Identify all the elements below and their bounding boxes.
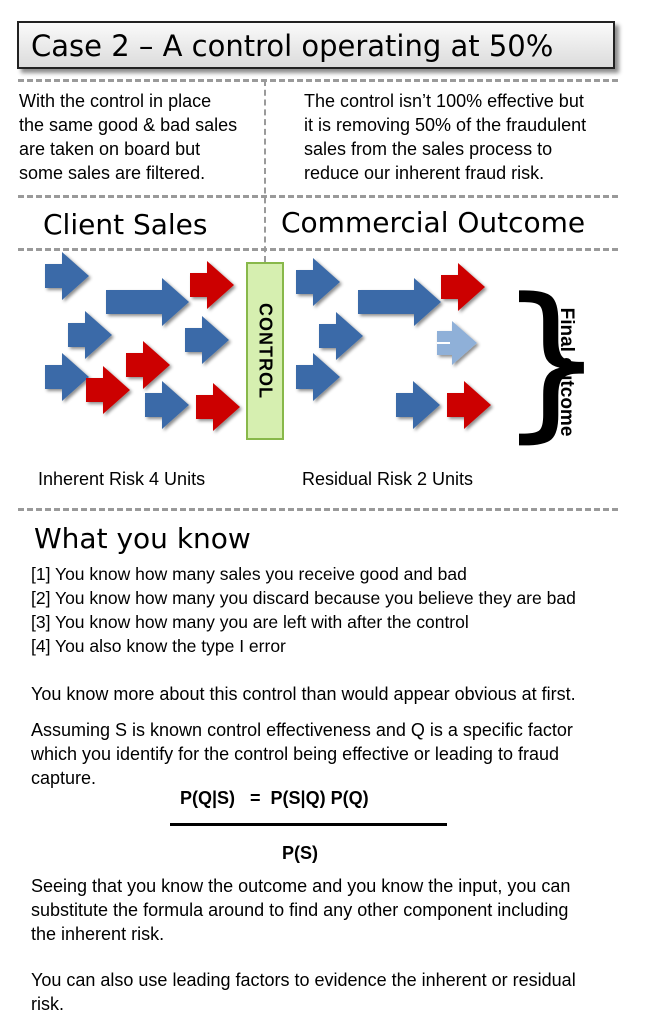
- sales-flow-diagram: [45, 252, 491, 431]
- paragraph-line: substitute the formula around to find an…: [31, 900, 569, 920]
- divider: [18, 195, 618, 198]
- bad-sale-arrow: [196, 383, 240, 431]
- good-sale-arrow: [396, 381, 440, 429]
- vertical-divider: [264, 80, 266, 262]
- list-item: [3] You know how many you are left with …: [31, 612, 469, 632]
- filtered-sale-arrow: [437, 321, 477, 365]
- paragraph-line: the inherent risk.: [31, 924, 165, 944]
- paragraph: You know more about this control than wo…: [31, 684, 576, 704]
- paragraph: Seeing that you know the outcome and you…: [31, 874, 641, 946]
- left-note-line: the same good & bad sales: [19, 115, 238, 135]
- left-note-line: are taken on board but: [19, 139, 201, 159]
- knowledge-list: [1] You know how many sales you receive …: [31, 562, 576, 658]
- formula-numerator: P(Q|S) = P(S|Q) P(Q): [180, 788, 369, 808]
- right-note: The control isn’t 100% effective but it …: [304, 89, 586, 185]
- bad-sale-arrow: [447, 381, 491, 429]
- formula-denominator: P(S): [282, 843, 318, 863]
- bad-sale-arrow: [441, 263, 485, 311]
- good-sale-arrow: [185, 316, 229, 364]
- title-box: Case 2 – A control operating at 50%: [17, 21, 615, 69]
- control-box: CONTROL: [246, 262, 284, 440]
- good-sale-arrow: [68, 311, 112, 359]
- left-note: With the control in place the same good …: [19, 89, 237, 185]
- good-sale-arrow: [145, 381, 189, 429]
- right-note-line: sales from the sales process to: [304, 139, 553, 159]
- divider: [18, 508, 618, 511]
- left-note-line: With the control in place: [19, 91, 212, 111]
- divider: [18, 79, 618, 82]
- commercial-outcome-heading: Commercial Outcome: [281, 206, 586, 239]
- paragraph: You can also use leading factors to evid…: [31, 968, 641, 1016]
- good-sale-arrow: [296, 258, 340, 306]
- page-title: Case 2 – A control operating at 50%: [31, 29, 554, 63]
- good-sale-arrow: [45, 353, 89, 401]
- good-sale-arrow: [319, 312, 363, 360]
- right-note-line: it is removing 50% of the fraudulent: [304, 115, 587, 135]
- paragraph: Assuming S is known control effectivenes…: [31, 718, 641, 790]
- list-item: [2] You know how many you discard becaus…: [31, 588, 576, 608]
- paragraph-line: capture.: [31, 768, 97, 788]
- what-you-know-heading: What you know: [34, 522, 251, 555]
- paragraph-line: You can also use leading factors to evid…: [31, 970, 576, 990]
- formula-fraction-bar: [170, 823, 447, 826]
- bad-sale-arrow: [126, 341, 170, 389]
- final-outcome-label: Final outcome: [556, 307, 577, 437]
- list-item: [1] You know how many sales you receive …: [31, 564, 467, 584]
- residual-risk-label: Residual Risk 2 Units: [302, 469, 474, 489]
- right-note-line: reduce our inherent fraud risk.: [304, 163, 545, 183]
- paragraph-line: Assuming S is known control effectivenes…: [31, 720, 573, 740]
- good-sale-arrow: [106, 278, 189, 326]
- list-item: [4] You also know the type I error: [31, 636, 286, 656]
- paragraph-line: Seeing that you know the outcome and you…: [31, 876, 571, 896]
- bad-sale-arrow: [190, 261, 234, 309]
- control-label: CONTROL: [255, 303, 276, 399]
- inherent-risk-label: Inherent Risk 4 Units: [38, 469, 206, 489]
- client-sales-heading: Client Sales: [43, 208, 208, 241]
- paragraph-line: which you identify for the control being…: [31, 744, 559, 764]
- divider: [18, 248, 618, 251]
- good-sale-arrow: [296, 353, 340, 401]
- brace-icon: }: [498, 262, 605, 458]
- paragraph-line: risk.: [31, 994, 64, 1014]
- left-note-line: some sales are filtered.: [19, 163, 206, 183]
- good-sale-arrow: [45, 252, 89, 300]
- bad-sale-arrow: [86, 366, 130, 414]
- good-sale-arrow: [358, 278, 441, 326]
- right-note-line: The control isn’t 100% effective but: [304, 91, 584, 111]
